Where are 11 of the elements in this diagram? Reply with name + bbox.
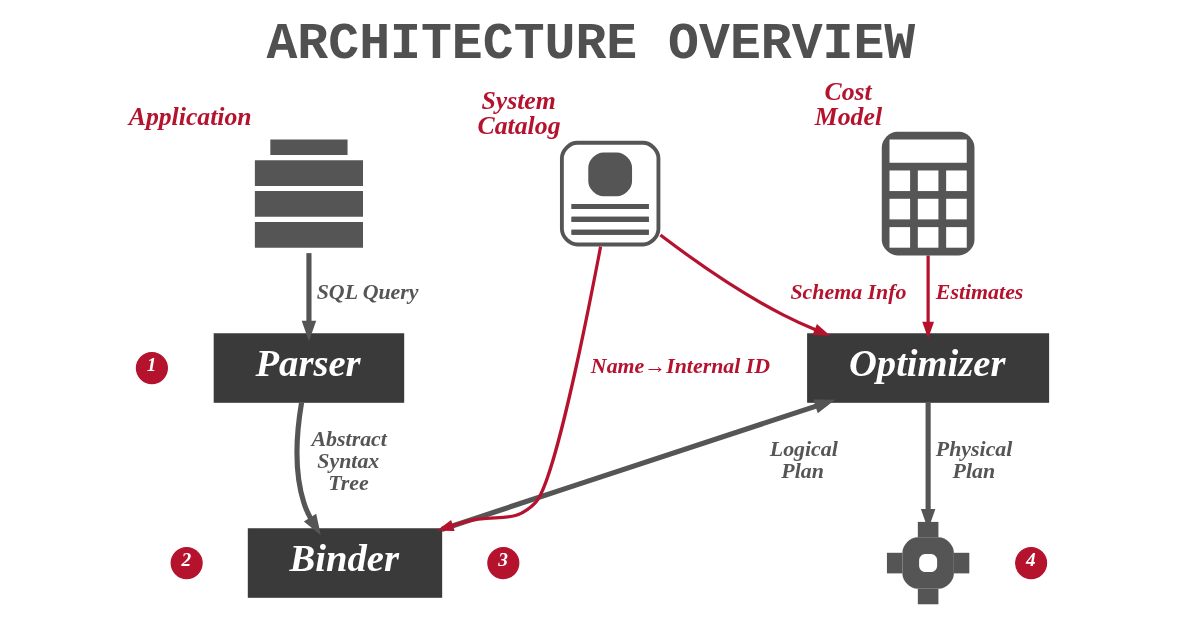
edge-label: SQL Query — [316, 280, 419, 305]
node-label: System Catalog — [477, 85, 561, 141]
edge-label: Name→Internal ID — [590, 353, 771, 378]
edge-label: Schema Info — [790, 280, 907, 305]
node-label: Application — [128, 102, 252, 132]
edge-label: Abstract Syntax Tree — [311, 427, 387, 495]
edge-label: Physical Plan — [935, 437, 1013, 484]
edge-label: Logical Plan — [769, 437, 838, 484]
node-label: Cost Model — [814, 76, 883, 132]
diagram-title: ARCHITECTURE OVERVIEW — [266, 15, 916, 74]
edge-label: Estimates — [935, 280, 1024, 305]
